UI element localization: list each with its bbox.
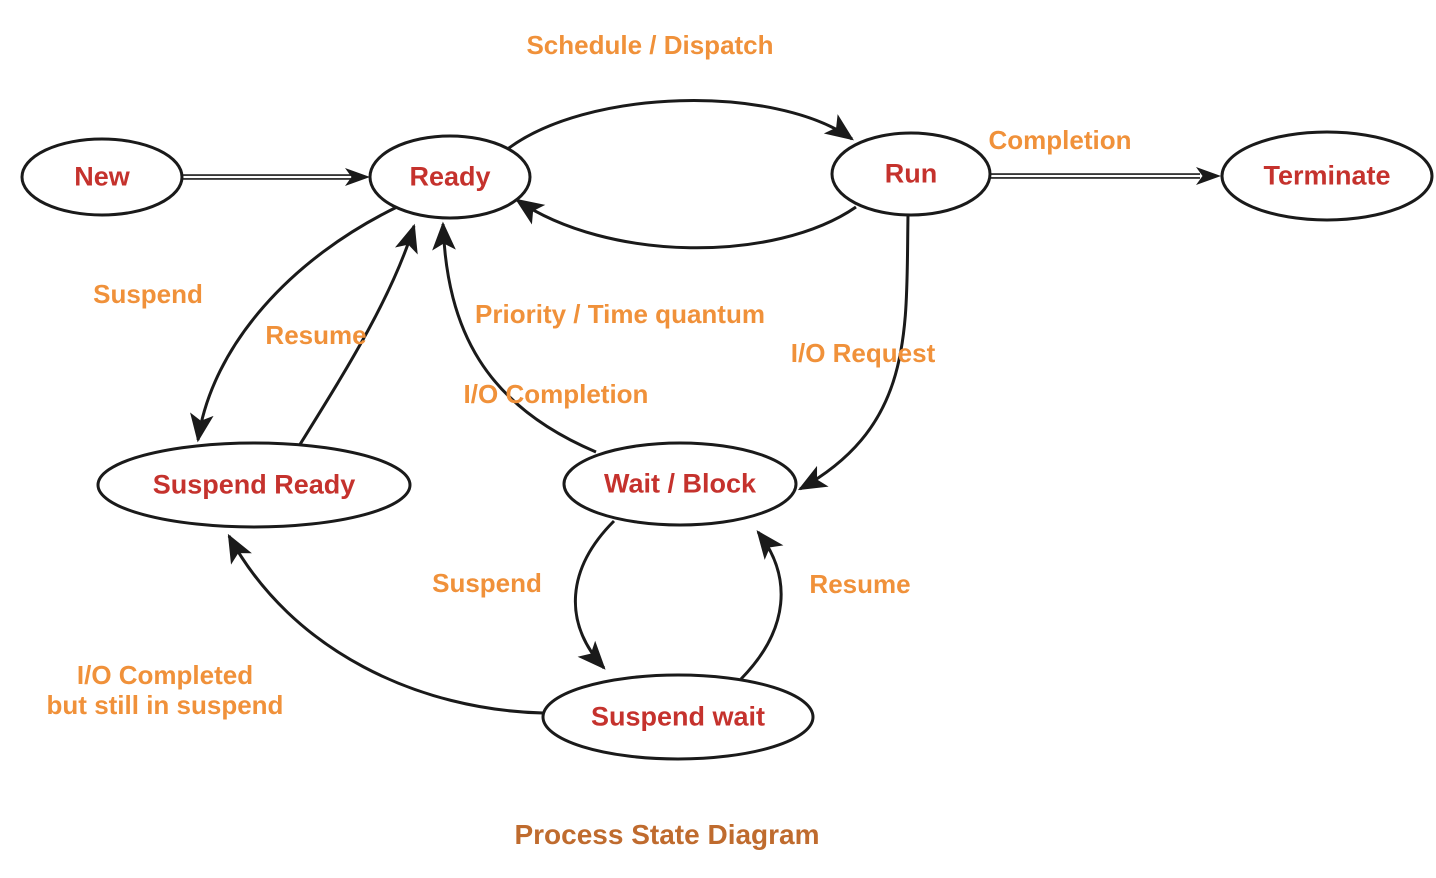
edge-run-to-wait-block-io-request — [797, 214, 910, 491]
state-run-label: Run — [884, 158, 938, 189]
label-suspend-to-suspend-ready: Suspend — [93, 279, 203, 310]
label-io-completed-but-suspended: I/O Completed but still in suspend — [35, 660, 295, 721]
label-completion: Completion — [988, 125, 1132, 156]
edge-new-to-ready — [182, 168, 370, 186]
edge-wait-block-to-ready-io-completion — [432, 221, 597, 454]
edge-ready-to-suspend-ready-suspend — [190, 205, 398, 443]
label-io-completion: I/O Completion — [463, 379, 649, 410]
label-priority-time-quantum: Priority / Time quantum — [475, 299, 765, 330]
state-ready-ellipse — [368, 134, 532, 220]
edge-ready-to-run — [504, 99, 854, 153]
edge-suspend-ready-to-ready-resume — [297, 223, 418, 447]
label-schedule-dispatch: Schedule / Dispatch — [526, 30, 774, 61]
label-suspend-to-suspend-wait: Suspend — [432, 568, 542, 599]
state-wait-block-ellipse — [562, 441, 798, 527]
edge-run-to-terminate-completion — [990, 167, 1221, 185]
state-terminate-label: Terminate — [1263, 160, 1391, 191]
edge-wait-block-to-suspend-wait-suspend — [574, 519, 616, 670]
edge-suspend-wait-to-wait-block-resume — [739, 530, 784, 681]
state-suspend-ready-label: Suspend Ready — [152, 469, 356, 500]
edge-suspend-wait-to-suspend-ready-io-completed — [227, 533, 544, 715]
label-io-completed-line2: but still in suspend — [46, 690, 284, 720]
label-io-completed-line1: I/O Completed — [76, 660, 254, 691]
state-terminate-ellipse — [1220, 130, 1434, 222]
state-run-ellipse — [830, 131, 992, 217]
label-io-request: I/O Request — [790, 338, 936, 369]
state-wait-block-label: Wait / Block — [603, 468, 757, 499]
label-resume-to-ready: Resume — [265, 320, 367, 351]
edge-run-to-ready-priority — [515, 198, 857, 250]
state-new-label: New — [74, 161, 130, 192]
state-suspend-ready-ellipse — [96, 441, 412, 529]
state-ready-label: Ready — [409, 161, 491, 192]
state-new-ellipse — [20, 137, 184, 217]
label-resume-to-wait-block: Resume — [809, 569, 911, 600]
diagram-title: Process State Diagram — [514, 818, 820, 850]
state-suspend-wait-ellipse — [541, 673, 815, 761]
state-suspend-wait-label: Suspend wait — [590, 701, 766, 732]
